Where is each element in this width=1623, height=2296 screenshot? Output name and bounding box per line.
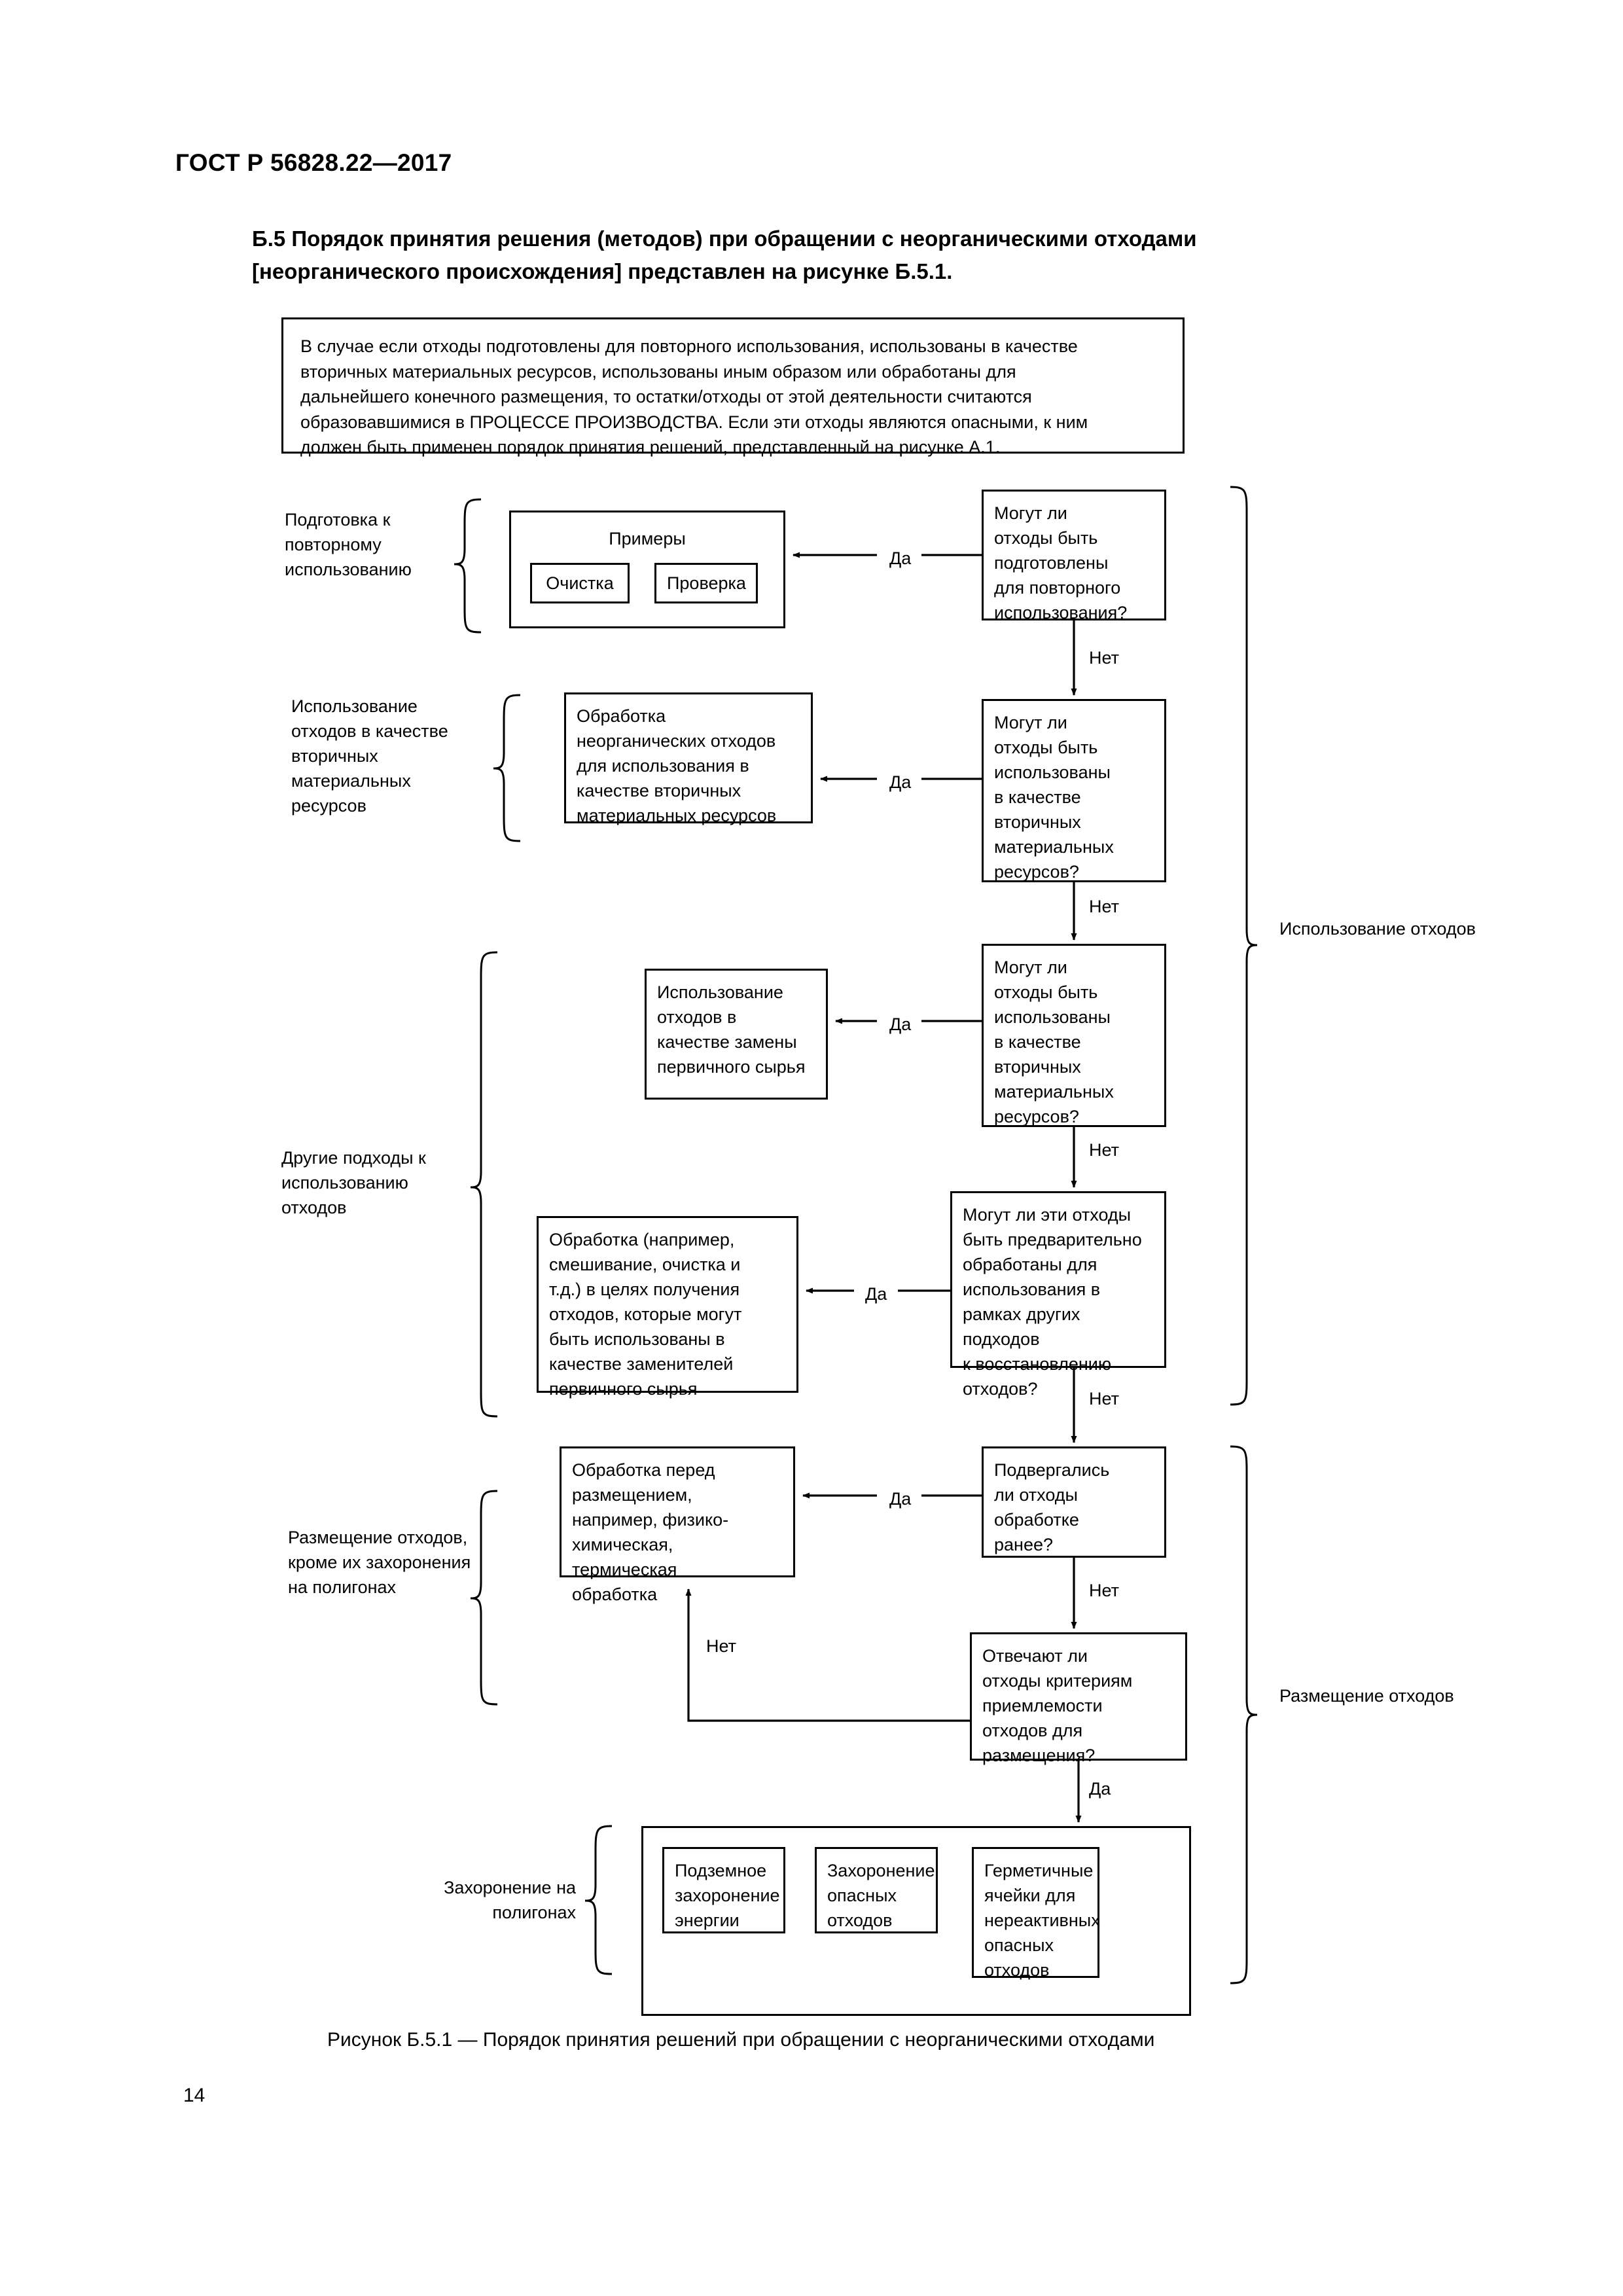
document-standard-header: ГОСТ Р 56828.22—2017 [175,149,452,176]
decision-meets-acceptance-criteria: Отвечают ли отходы критериям приемлемост… [970,1632,1187,1765]
note-line-1: В случае если отходы подготовлены для по… [300,336,1078,356]
note-line-2: вторичных материальных ресурсов, использ… [300,361,1016,382]
group-label-secondary-resources: Использование отходов в качестве вторичн… [291,696,448,816]
figure-caption: Рисунок Б.5.1 — Порядок принятия решений… [327,2029,1155,2051]
edge-label-no-2: Нет [1086,897,1122,916]
edge-label-yes-3: Да [887,1014,914,1034]
section-heading-line-1: Б.5 Порядок принятия решения (методов) п… [252,226,1197,251]
edge-label-yes-5: Да [887,1489,914,1509]
process-treat-to-get-substitutes: Обработка (например, смешивание, очистка… [537,1216,798,1399]
edge-label-no-3: Нет [1086,1140,1122,1160]
section-heading-line-2: [неорганического происхождения] представ… [252,259,953,283]
decision-can-pretreat-for-other-recovery: Могут ли эти отходы быть предварительно … [950,1191,1166,1399]
edge-label-no-5: Нет [1086,1581,1122,1600]
decision-can-use-as-secondary-2: Могут ли отходы быть использованы в каче… [982,944,1166,1127]
landfill-box-sealed-cells: Герметичные ячейки для нереактивных опас… [972,1847,1100,1980]
example-box-check: Проверка [654,563,758,603]
group-label-waste-use: Использование отходов [1279,919,1476,939]
landfill-box-underground-energy-storage: Подземное захоронение энергии [662,1847,785,1933]
group-label-prep-reuse: Подготовка к повторному использованию [285,510,412,579]
note-line-5: должен быть применен порядок принятия ре… [300,437,1001,457]
process-treat-before-disposal: Обработка перед размещением, например, ф… [560,1446,795,1604]
decision-can-use-as-secondary-1: Могут ли отходы быть использованы в каче… [982,699,1166,882]
section-heading: Б.5 Порядок принятия решения (методов) п… [252,223,1404,288]
decision-was-treated-before: Подвергались ли отходы обработке ранее? [982,1446,1166,1558]
intro-note-box: В случае если отходы подготовлены для по… [281,317,1185,457]
process-use-as-primary-substitute: Использование отходов в качестве замены … [645,969,828,1100]
edge-label-no-loop: Нет [704,1636,739,1656]
edge-label-yes-2: Да [887,772,914,792]
example-box-cleaning-label: Очистка [546,573,614,593]
examples-title: Примеры [609,529,686,548]
group-label-other-approaches: Другие подходы к использованию отходов [281,1148,426,1217]
decision-can-prepare-for-reuse: Могут ли отходы быть подготовлены для по… [982,490,1166,622]
example-box-cleaning: Очистка [530,563,630,603]
group-label-landfill: Захоронение на полигонах [444,1878,576,1922]
example-box-check-label: Проверка [667,573,746,593]
landfill-box-hazardous-landfill: Захоронение опасных отходов [815,1847,938,1933]
page-number: 14 [183,2085,205,2106]
edge-label-no-4: Нет [1086,1389,1122,1408]
edge-label-no-1: Нет [1086,648,1122,668]
process-treat-for-secondary: Обработка неорганических отходов для исп… [564,692,813,825]
edge-label-yes-4: Да [863,1284,890,1304]
note-line-3: дальнейшего конечного размещения, то ост… [300,387,1032,406]
note-line-4: образовавшимися в ПРОЦЕССЕ ПРОИЗВОДСТВА.… [300,412,1088,432]
group-label-waste-disposal: Размещение отходов [1279,1686,1454,1706]
group-label-disposal-not-landfill: Размещение отходов, кроме их захоронения… [288,1528,471,1597]
edge-label-yes-6: Да [1086,1779,1114,1799]
edge-label-yes-1: Да [887,548,914,568]
